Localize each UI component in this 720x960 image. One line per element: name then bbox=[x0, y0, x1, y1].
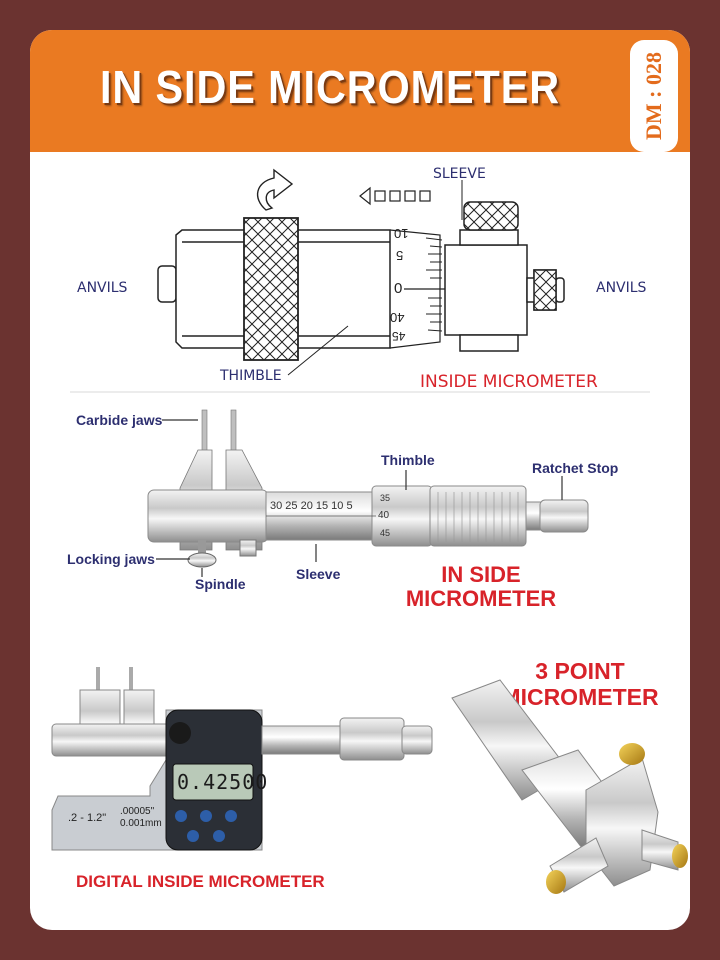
direction-arrow-icon bbox=[359, 186, 431, 206]
contact-point-top bbox=[619, 743, 645, 765]
inside-micrometer-photo bbox=[147, 409, 589, 577]
label-anvils-left: ANVILS bbox=[77, 280, 128, 296]
diagram-caption: INSIDE MICROMETER bbox=[420, 372, 598, 392]
label-ratchet-stop: Ratchet Stop bbox=[532, 460, 619, 476]
digital-ratchet bbox=[401, 725, 433, 755]
thimble-knurl-texture bbox=[437, 492, 519, 542]
ratchet-stop bbox=[539, 499, 589, 533]
digital-range: .2 - 1.2" bbox=[68, 812, 107, 824]
three-point-leg-right bbox=[641, 829, 679, 871]
top-knob bbox=[463, 201, 519, 231]
inside-caption-line1: IN SIDE bbox=[441, 562, 521, 587]
spindle-screw bbox=[239, 539, 257, 557]
label-sleeve: SLEEVE bbox=[433, 166, 486, 182]
knurled-ring bbox=[243, 217, 299, 361]
document-code-badge: DM : 028 bbox=[630, 40, 678, 152]
sleeve-ticks bbox=[425, 237, 443, 332]
digital-sleeve bbox=[261, 725, 343, 755]
locking-screw bbox=[187, 540, 217, 568]
three-point-micrometer-photo bbox=[451, 679, 688, 894]
digital-buttons bbox=[175, 810, 237, 842]
poster-card: IN SIDE MICROMETER DM : 028 bbox=[30, 30, 690, 930]
contact-point-right bbox=[672, 844, 688, 868]
label-sleeve-photo: Sleeve bbox=[296, 566, 341, 582]
digital-resolution-mm: 0.001mm bbox=[120, 818, 162, 829]
digital-caption: DIGITAL INSIDE MICROMETER bbox=[76, 872, 325, 891]
label-locking-jaws: Locking jaws bbox=[67, 551, 155, 567]
thimble-scale-40: 40 bbox=[378, 510, 390, 521]
header-banner bbox=[30, 30, 690, 152]
line-diagram bbox=[70, 168, 650, 393]
digital-display-value: 0.42500 bbox=[177, 770, 269, 794]
digital-screen bbox=[172, 763, 254, 801]
scale-number-0: 0 bbox=[394, 280, 403, 297]
label-spindle: Spindle bbox=[195, 576, 246, 592]
label-anvils-right: ANVILS bbox=[596, 280, 647, 296]
label-thimble: THIMBLE bbox=[220, 368, 282, 384]
three-point-caption-line2: MICROMETER bbox=[501, 684, 659, 710]
right-knurl bbox=[533, 269, 557, 311]
three-point-caption-line1: 3 POINT bbox=[535, 658, 625, 684]
thimble-scale-35: 35 bbox=[380, 493, 391, 503]
thimble-scale-45: 45 bbox=[380, 528, 391, 538]
contact-point-left bbox=[546, 870, 566, 894]
inside-caption-line2: MICROMETER bbox=[405, 586, 557, 611]
sleeve-scale-text: 30 25 20 15 10 5 bbox=[270, 500, 353, 512]
thimble-pointer bbox=[287, 325, 349, 376]
digital-resolution-inch: .00005" bbox=[120, 806, 155, 817]
clamp-knob bbox=[169, 722, 191, 744]
rotate-arrow-icon bbox=[256, 168, 294, 211]
digital-micrometer-photo bbox=[51, 667, 433, 851]
callout-lines bbox=[156, 419, 563, 577]
label-thimble-photo: Thimble bbox=[381, 452, 435, 468]
page-title: IN SIDE MICROMETER bbox=[99, 61, 561, 113]
label-carbide-jaws: Carbide jaws bbox=[76, 412, 163, 428]
